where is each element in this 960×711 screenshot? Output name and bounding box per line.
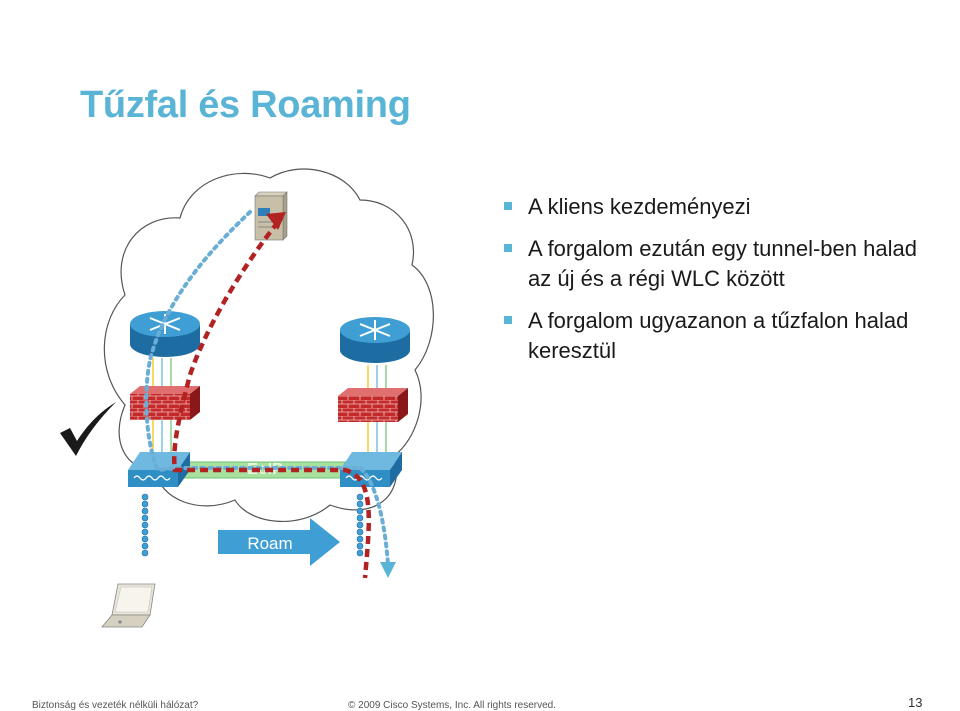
firewall-icon [338,388,408,422]
bullet-text: A forgalom ugyazanon a tűzfalon halad ke… [528,308,909,363]
wlc-controller-icon [340,452,402,487]
red-traffic-path [172,220,371,579]
network-cloud [103,168,434,523]
bullet-item: A forgalom ezután egy tunnel-ben halad a… [502,234,942,294]
bullet-square-icon [504,244,512,252]
firewall-icon [130,386,200,420]
footer-copyright: © 2009 Cisco Systems, Inc. All rights re… [348,700,557,711]
blue-arrowhead-icon [380,562,396,578]
blue-traffic-path [144,210,390,567]
roam-arrow: Roam [218,518,340,566]
bullet-text: A kliens kezdeményezi [528,194,751,219]
router-icon [340,317,410,363]
bullet-item: A forgalom ugyazanon a tűzfalon halad ke… [502,306,942,366]
roam-label: Roam [247,534,292,553]
bullet-square-icon [504,202,512,210]
bullet-item: A kliens kezdeményezi [502,192,942,222]
bullet-square-icon [504,316,512,324]
bullet-text: A forgalom ezután egy tunnel-ben halad a… [528,236,917,291]
checkmark-icon [60,402,116,456]
red-arrowhead-icon [266,212,286,230]
laptop-icon [101,583,156,628]
footer-left-text: Biztonság és vezeték nélküli hálózat? [32,700,199,711]
router-icon [130,311,200,357]
ap-chain-right [356,493,364,557]
slide-title: Tűzfal és Roaming [80,84,411,126]
ap-chain-left [141,493,149,557]
bullet-list: A kliens kezdeményezi A forgalom ezután … [502,192,942,378]
page-number: 13 [908,695,923,710]
